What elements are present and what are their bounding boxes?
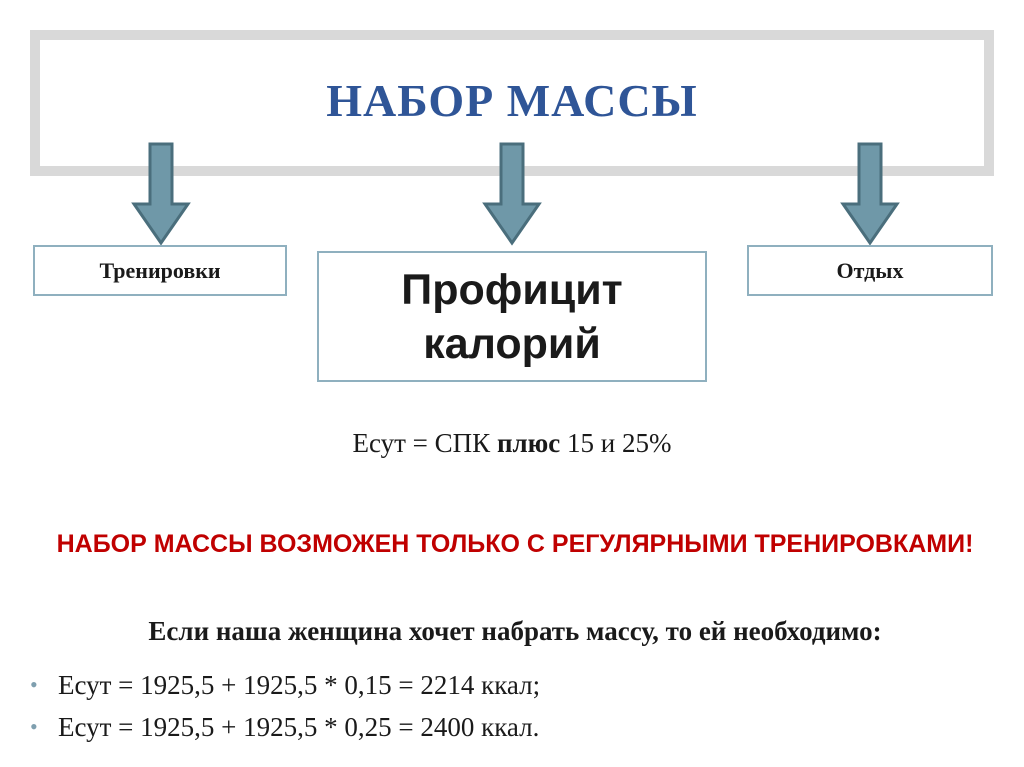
arrow-down-center (482, 142, 542, 246)
warning-text: НАБОР МАССЫ ВОЗМОЖЕН ТОЛЬКО С РЕГУЛЯРНЫМ… (56, 530, 974, 558)
arrow-down-left (131, 142, 191, 246)
calculation-list: • Есут = 1925,5 + 1925,5 * 0,15 = 2214 к… (28, 664, 988, 748)
header-title: НАБОР МАССЫ (326, 75, 698, 126)
bullet-icon: • (30, 714, 38, 739)
box-rest-label: Отдых (836, 257, 904, 283)
box-calorie-surplus-label: Профицит калорий (401, 265, 623, 368)
box-rest: Отдых (747, 245, 993, 296)
arrow-down-right (840, 142, 900, 246)
list-item: • Есут = 1925,5 + 1925,5 * 0,25 = 2400 к… (28, 706, 988, 748)
bullet-icon: • (30, 672, 38, 697)
box-training-label: Тренировки (99, 257, 221, 283)
intro-text: Если наша женщина хочет набрать массу, т… (148, 616, 882, 646)
box-training: Тренировки (33, 245, 287, 296)
formula-bold: плюс (496, 428, 561, 458)
formula-prefix: Есут = СПК (352, 428, 497, 458)
box-calorie-surplus: Профицит калорий (317, 251, 707, 382)
formula-line: Есут = СПК плюс 15 и 25% (0, 428, 1024, 459)
list-item-text: Есут = 1925,5 + 1925,5 * 0,25 = 2400 кка… (58, 712, 540, 742)
list-item: • Есут = 1925,5 + 1925,5 * 0,15 = 2214 к… (28, 664, 988, 706)
list-item-text: Есут = 1925,5 + 1925,5 * 0,15 = 2214 кка… (58, 670, 541, 700)
formula-suffix: 15 и 25% (560, 428, 672, 458)
